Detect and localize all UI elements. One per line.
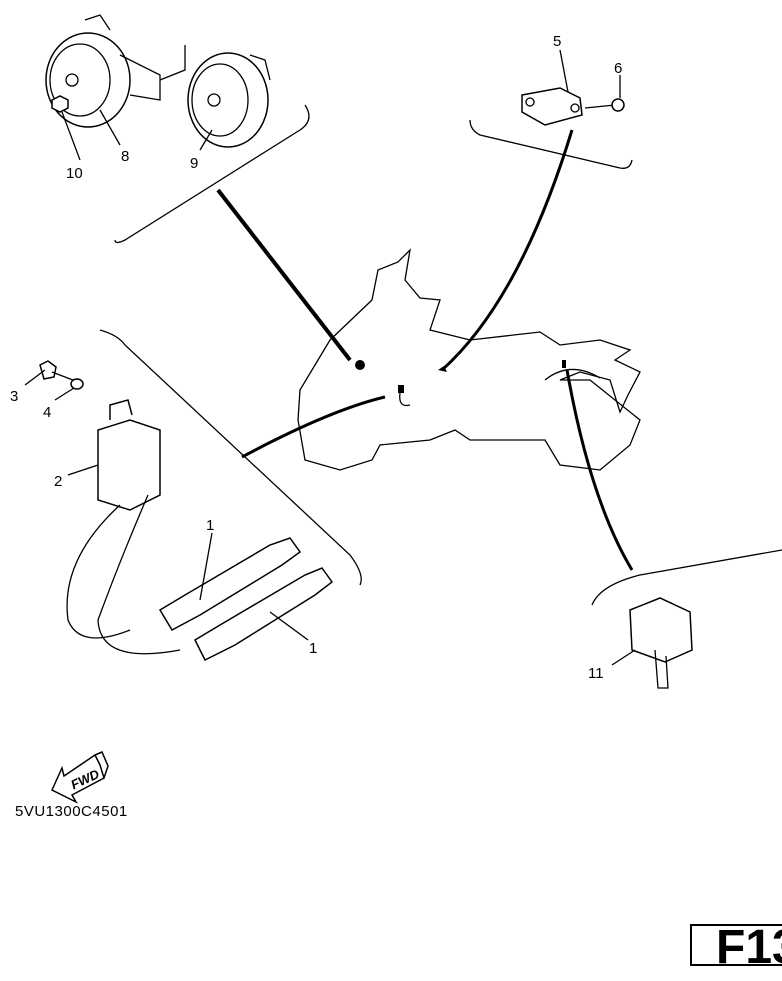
horn-right — [159, 45, 271, 148]
callout-9: 9 — [190, 155, 198, 172]
callout-10: 10 — [66, 165, 83, 182]
callout-4: 4 — [43, 404, 51, 421]
plug-cap-part-1 — [158, 537, 334, 662]
callout-6: 6 — [614, 60, 622, 77]
sensor-part-5 — [521, 87, 625, 126]
callout-1-upper: 1 — [206, 517, 214, 534]
callout-leaders — [24, 49, 636, 666]
callout-1-lower: 1 — [309, 640, 317, 657]
page-id: F13 — [716, 921, 782, 974]
forward-arrow-icon: FWD — [51, 751, 109, 804]
callout-3: 3 — [10, 388, 18, 405]
leader-lines — [216, 129, 634, 571]
page-id-box: F13 — [690, 921, 782, 974]
callout-8: 8 — [121, 148, 129, 165]
callout-11: 11 — [588, 665, 604, 682]
relay-part-11 — [629, 597, 693, 689]
ignition-coil-part-2 — [39, 360, 181, 655]
drawing-code: 5VU1300C4501 — [15, 803, 128, 820]
callout-2: 2 — [54, 473, 62, 490]
horn-left — [45, 14, 161, 128]
group-outlines — [99, 104, 782, 606]
callout-5: 5 — [553, 33, 561, 50]
